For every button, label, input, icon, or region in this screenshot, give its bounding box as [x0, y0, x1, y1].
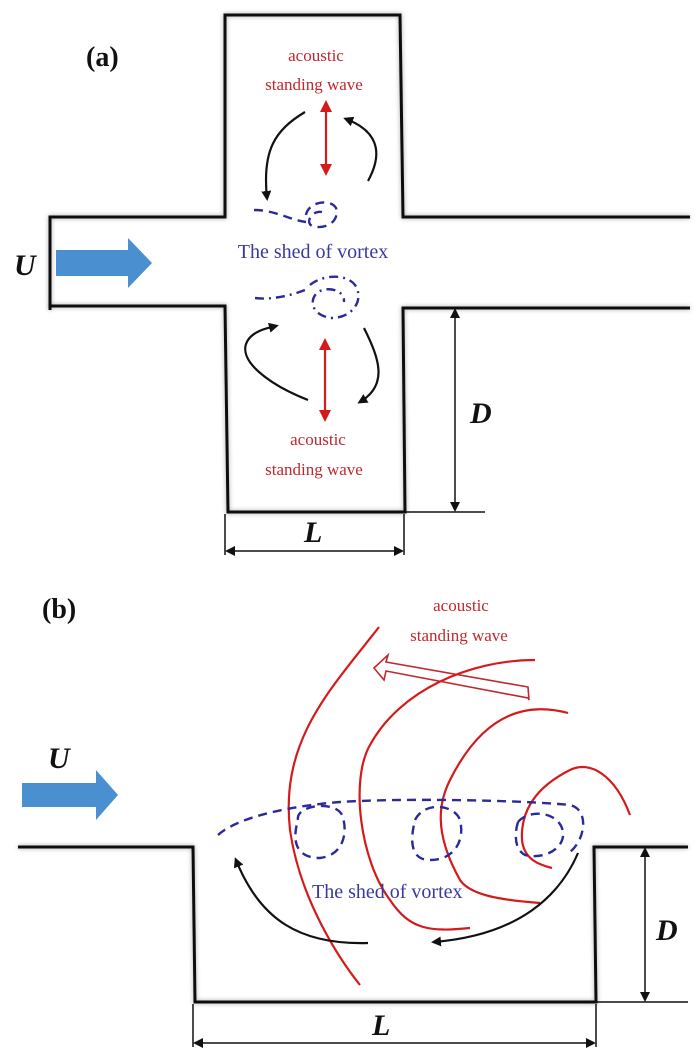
- panel-b-wavefront-1: [287, 626, 380, 986]
- panel-a-lower-wall: [50, 304, 690, 514]
- panel-a-length-symbol: L: [303, 516, 322, 549]
- panel-a-top-vortex-trail: [253, 208, 307, 224]
- panel-b-cavity-wall: [18, 845, 688, 1004]
- panel-a-bottom-wave-line1: acoustic: [290, 430, 346, 449]
- panel-b-flow-arrow: [22, 770, 118, 820]
- panel-b: (b) U acoustic standing wave The shed of…: [18, 594, 688, 1048]
- panel-a-upper-wall: [48, 13, 690, 310]
- panel-a-top-vortex-swirl: [304, 201, 338, 229]
- panel-a-top-left-circulation-arrow: [261, 111, 306, 201]
- panel-b-wave-line1: acoustic: [433, 596, 489, 615]
- panel-a-bottom-right-circulation-arrow: [357, 327, 380, 404]
- panel-a-flow-symbol: U: [14, 249, 37, 282]
- panel-b-vortex-text: The shed of vortex: [312, 881, 463, 903]
- panel-a-top-wave-line1: acoustic: [288, 46, 344, 65]
- panel-a-bottom-wave-line2: standing wave: [265, 460, 363, 479]
- panel-b-length-symbol: L: [371, 1009, 390, 1042]
- panel-a-top-right-circulation-arrow: [343, 116, 378, 182]
- panel-b-left-circulation-arrow: [233, 857, 369, 945]
- panel-a-depth-symbol: D: [469, 397, 492, 430]
- panel-b-label: (b): [42, 594, 76, 625]
- panel-a-bottom-left-circulation-arrow: [244, 322, 309, 402]
- panel-b-wavefront-4: [520, 765, 632, 870]
- panel-a-label: (a): [86, 42, 119, 73]
- panel-b-flow-symbol: U: [48, 742, 71, 775]
- panel-a-bottom-vortex-swirl: [309, 275, 360, 320]
- panel-b-vortex-3: [514, 812, 565, 858]
- panel-b-wavefront-2: [358, 658, 536, 931]
- panel-a-bottom-vortex-trail: [254, 288, 306, 300]
- panel-b-depth-symbol: D: [655, 914, 678, 947]
- panel-a-vortex-text: The shed of vortex: [238, 241, 389, 263]
- panel-b-vortex-2: [411, 805, 463, 862]
- panel-a: (a) U acoustic standing wave The shed of…: [14, 13, 690, 556]
- panel-b-shear-layer-vortex: [217, 798, 585, 853]
- panel-a-top-wave-line2: standing wave: [265, 75, 363, 94]
- panel-b-wavefront-3: [439, 708, 569, 905]
- panel-a-flow-arrow: [56, 238, 152, 288]
- panel-b-right-circulation-arrow: [431, 852, 580, 947]
- panel-b-wave-line2: standing wave: [410, 626, 508, 645]
- panel-b-vortex-1: [294, 804, 346, 860]
